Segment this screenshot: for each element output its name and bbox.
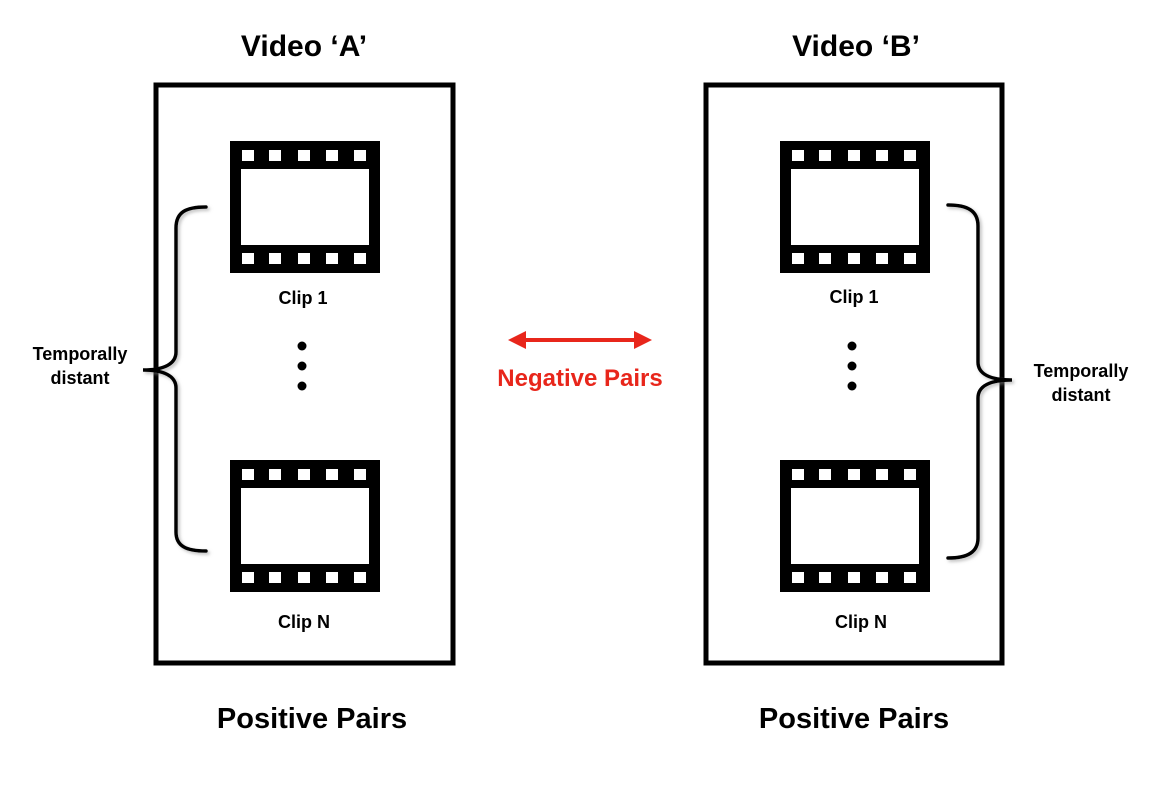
video-b-group: Video ‘B’ Clip 1 Clip N Temporally dista… xyxy=(703,30,1129,735)
video-b-clip-bottom-film-icon xyxy=(780,460,930,592)
video-a-ellipsis xyxy=(297,341,307,391)
video-a-side-label-line1: Temporally xyxy=(33,344,128,364)
video-a-clip-bottom-film-icon xyxy=(230,460,380,592)
video-b-clip-top-label: Clip 1 xyxy=(829,287,878,307)
video-a-clip-top-label: Clip 1 xyxy=(278,288,327,308)
negative-pairs-group: Negative Pairs xyxy=(497,331,663,392)
video-b-ellipsis xyxy=(847,341,857,391)
video-a-side-label-line2: distant xyxy=(50,368,109,388)
double-arrow-icon xyxy=(508,331,652,349)
negative-pairs-label: Negative Pairs xyxy=(497,365,662,392)
video-b-footer: Positive Pairs xyxy=(759,703,949,735)
video-b-side-label-line2: distant xyxy=(1051,385,1110,405)
video-b-clip-bottom-label: Clip N xyxy=(835,612,887,632)
video-a-title: Video ‘A’ xyxy=(241,30,367,63)
video-a-footer: Positive Pairs xyxy=(217,703,407,735)
video-b-frame xyxy=(703,82,1005,666)
video-b-clip-top-film-icon xyxy=(780,141,930,273)
video-a-clip-top-film-icon xyxy=(230,141,380,273)
video-a-frame xyxy=(153,82,456,666)
video-b-title: Video ‘B’ xyxy=(792,30,920,63)
video-a-group: Video ‘A’ Clip 1 Clip N Temporally dista… xyxy=(33,30,456,735)
video-b-side-label-line1: Temporally xyxy=(1034,361,1129,381)
video-b-curly-brace xyxy=(946,203,1013,560)
video-a-curly-brace xyxy=(142,205,208,553)
video-a-clip-bottom-label: Clip N xyxy=(278,612,330,632)
